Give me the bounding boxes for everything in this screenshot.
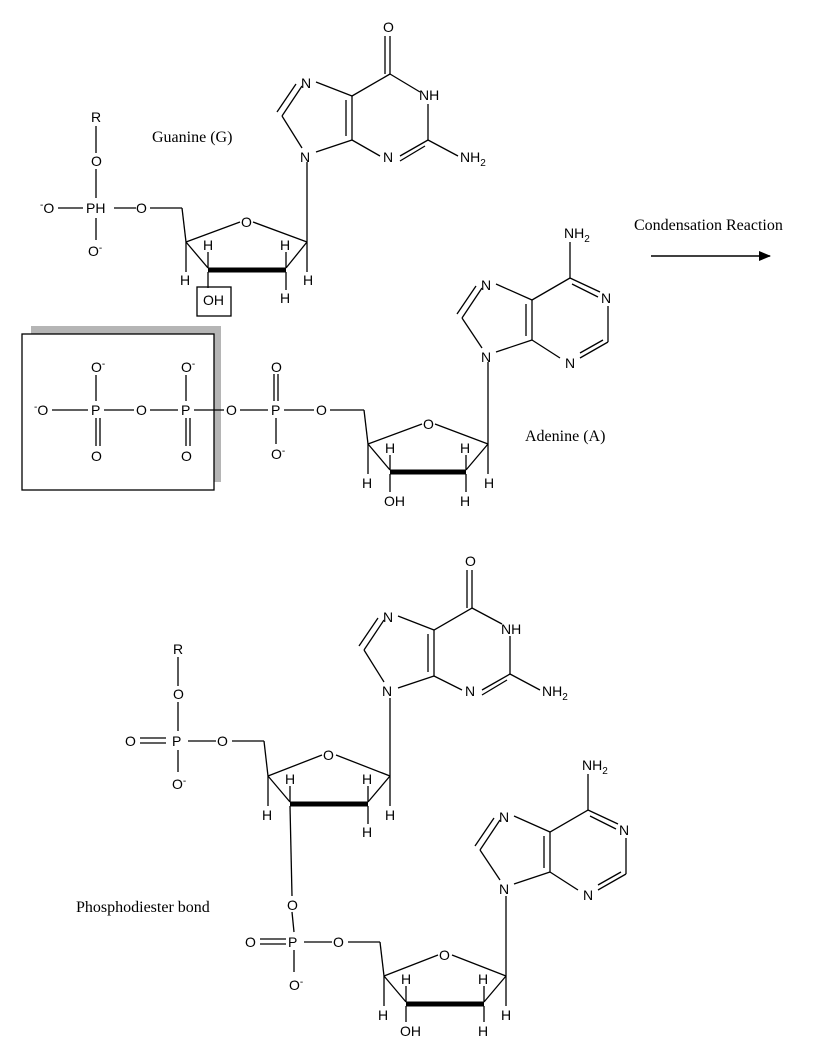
n-atom: N	[619, 822, 629, 838]
p-atom: P	[181, 402, 190, 418]
nh2-group: NH2	[542, 683, 568, 703]
nh-atom: NH	[501, 621, 521, 637]
n-atom: N	[583, 887, 593, 903]
h-atom: H	[460, 493, 470, 509]
o-atom: O	[287, 897, 298, 913]
h-atom: H	[478, 1023, 488, 1039]
guanine-nucleotide-top: R O -O PH O O- O H H H H H OH	[40, 19, 486, 317]
nh2-group: NH2	[582, 757, 608, 777]
n-atom: N	[383, 149, 393, 165]
h-atom: H	[303, 272, 313, 288]
o-atom: O	[91, 153, 102, 169]
h-atom: H	[484, 475, 494, 491]
n-atom: N	[565, 355, 575, 371]
o-minus-atom: O-	[181, 359, 195, 375]
oh-group: OH	[400, 1023, 421, 1039]
h-atom: H	[280, 237, 290, 253]
oh-highlight-box	[196, 286, 232, 317]
r-label: R	[91, 109, 101, 125]
h-atom: H	[280, 290, 290, 306]
o-atom: O	[245, 934, 256, 950]
leaving-group-box	[21, 333, 215, 491]
nh2-group: NH2	[564, 225, 590, 245]
o-atom: O	[383, 19, 394, 35]
n-atom: N	[499, 809, 509, 825]
p-atom: P	[288, 934, 297, 950]
o-minus-atom: -O	[34, 402, 48, 418]
h-atom: H	[385, 807, 395, 823]
h-atom: H	[378, 1007, 388, 1023]
n-atom: N	[300, 149, 310, 165]
o-atom: O	[241, 214, 252, 230]
o-atom: O	[333, 934, 344, 950]
o-minus-atom: O-	[88, 243, 102, 259]
p-atom: P	[172, 733, 181, 749]
adenine-triphosphate: O- O- O -O P O P O P O O O O- O H H H H …	[21, 225, 611, 509]
h-atom: H	[362, 475, 372, 491]
ph-atom: PH	[86, 200, 105, 216]
h-atom: H	[180, 272, 190, 288]
o-atom: O	[125, 733, 136, 749]
n-atom: N	[383, 609, 393, 625]
adenine-label: Adenine (A)	[525, 428, 605, 445]
o-atom: O	[271, 359, 282, 375]
o-minus-atom: O-	[91, 359, 105, 375]
h-atom: H	[501, 1007, 511, 1023]
dinucleotide-product: R O O P O O- O H H H H H O O P O	[125, 553, 629, 1039]
h-atom: H	[362, 771, 372, 787]
o-atom: O	[91, 448, 102, 464]
h-atom: H	[285, 771, 295, 787]
n-atom: N	[499, 881, 509, 897]
nh-atom: NH	[419, 87, 439, 103]
n-atom: N	[601, 290, 611, 306]
h-atom: H	[478, 971, 488, 987]
h-atom: H	[203, 237, 213, 253]
o-atom: O	[316, 402, 327, 418]
guanine-label: Guanine (G)	[152, 129, 232, 146]
h-atom: H	[460, 440, 470, 456]
o-atom: O	[181, 448, 192, 464]
o-atom: O	[217, 733, 228, 749]
o-atom: O	[226, 402, 237, 418]
reaction-label: Condensation Reaction	[634, 217, 783, 234]
h-atom: H	[385, 440, 395, 456]
o-atom: O	[173, 686, 184, 702]
p-atom: P	[271, 402, 280, 418]
o-minus-atom: O-	[271, 446, 285, 462]
o-atom: O	[423, 416, 434, 432]
n-atom: N	[465, 683, 475, 699]
r-label: R	[173, 641, 183, 657]
o-atom: O	[439, 947, 450, 963]
o-minus-atom: -O	[40, 200, 54, 216]
o-atom: O	[323, 747, 334, 763]
h-atom: H	[401, 971, 411, 987]
n-atom: N	[382, 683, 392, 699]
n-atom: N	[301, 75, 311, 91]
h-atom: H	[362, 824, 372, 840]
o-minus-atom: O-	[172, 776, 186, 792]
n-atom: N	[481, 277, 491, 293]
o-atom: O	[465, 553, 476, 569]
o-minus-atom: O-	[289, 977, 303, 993]
o-atom: O	[136, 402, 147, 418]
oh-group: OH	[384, 493, 405, 509]
h-atom: H	[262, 807, 272, 823]
p-atom: P	[91, 402, 100, 418]
oh-group: OH	[203, 292, 224, 308]
phosphodiester-bond-label: Phosphodiester bond	[76, 899, 210, 916]
o-atom: O	[136, 200, 147, 216]
nh2-group: NH2	[460, 149, 486, 169]
n-atom: N	[481, 349, 491, 365]
